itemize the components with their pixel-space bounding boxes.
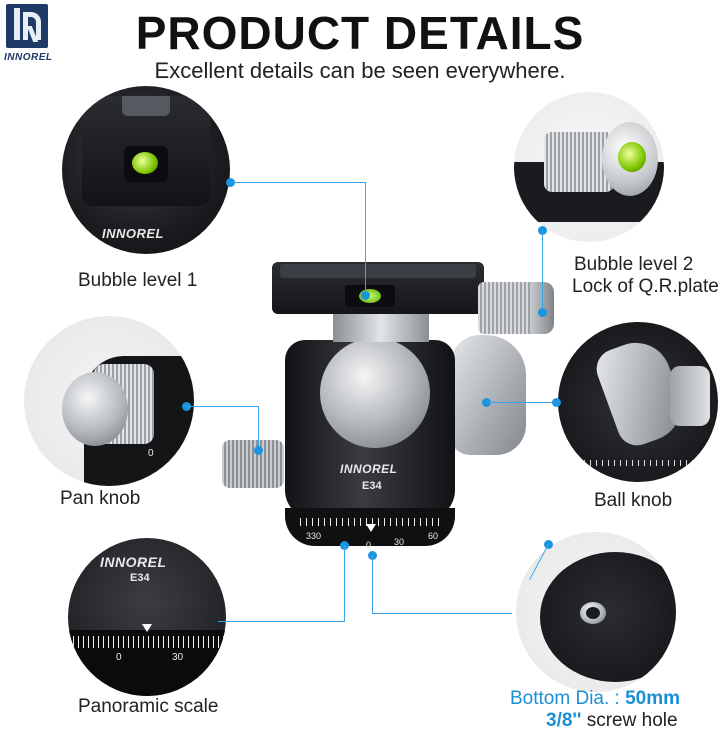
connector-dot — [254, 446, 263, 455]
scale-pointer-icon — [366, 524, 376, 532]
connector-line — [218, 621, 345, 622]
scale-label: 0 — [148, 448, 154, 459]
pan-lock-knob — [222, 440, 284, 488]
brand-logo-icon — [6, 4, 48, 48]
detail-bottom — [516, 532, 676, 692]
product-brand-mark: INNOREL — [340, 462, 398, 476]
ball-lock-lever — [450, 335, 526, 455]
connector-line — [486, 402, 556, 403]
label-pan-knob: Pan knob — [60, 488, 141, 509]
connector-line — [365, 182, 366, 294]
scale-label: 30 — [394, 537, 405, 547]
detail-ball-knob — [558, 322, 718, 482]
detail-bubble-level-1: INNOREL — [62, 86, 230, 254]
label-bottom-diameter: Bottom Dia. : 50mm — [510, 688, 681, 709]
detail-model: E34 — [130, 572, 150, 584]
ball-joint — [320, 338, 430, 448]
connector-line — [344, 545, 345, 621]
detail-brand-mark: INNOREL — [102, 226, 164, 241]
detail-panoramic-scale: INNOREL E34 0 30 — [68, 538, 226, 696]
connector-dot — [361, 291, 370, 300]
scale-pointer-icon — [142, 624, 152, 632]
scale-label: 60 — [428, 531, 439, 541]
detail-brand-mark: INNOREL — [100, 554, 167, 570]
connector-line — [372, 555, 373, 613]
base-underside — [540, 552, 676, 682]
connector-dot — [552, 398, 561, 407]
connector-line — [372, 613, 512, 614]
connector-dot — [226, 178, 235, 187]
scale-label: 30 — [172, 652, 184, 663]
label-ball-knob: Ball knob — [594, 490, 673, 511]
brand-name: INNOREL — [4, 52, 53, 63]
knob-cap — [62, 372, 128, 446]
label-bubble-level-1: Bubble level 1 — [78, 270, 198, 291]
label-lock-qr-plate: Lock of Q.R.plate — [572, 276, 719, 297]
detail-pan-knob: 0 — [24, 316, 194, 486]
connector-dot — [538, 308, 547, 317]
label-panoramic-scale: Panoramic scale — [78, 696, 219, 717]
scale-label: 330 — [306, 531, 322, 541]
label-screw-hole: 3/8'' screw hole — [546, 710, 678, 731]
plate-top-surface — [280, 264, 476, 278]
panoramic-scale-ticks — [300, 518, 440, 526]
connector-line — [231, 182, 365, 183]
bubble-level-icon — [618, 142, 646, 172]
page-title: PRODUCT DETAILS — [135, 7, 585, 59]
bubble-level-icon — [132, 152, 158, 174]
scale-label: 0 — [116, 652, 122, 663]
connector-line — [542, 230, 543, 312]
scale-label: 0 — [366, 540, 372, 550]
scale-ticks — [68, 636, 226, 648]
connector-line — [186, 406, 258, 407]
product-model: E34 — [362, 480, 382, 492]
detail-bubble-level-2 — [514, 92, 664, 242]
ball-neck — [333, 312, 429, 342]
label-bubble-level-2: Bubble level 2 — [574, 254, 694, 275]
page-subtitle: Excellent details can be seen everywhere… — [154, 58, 566, 83]
connector-line — [258, 406, 259, 450]
